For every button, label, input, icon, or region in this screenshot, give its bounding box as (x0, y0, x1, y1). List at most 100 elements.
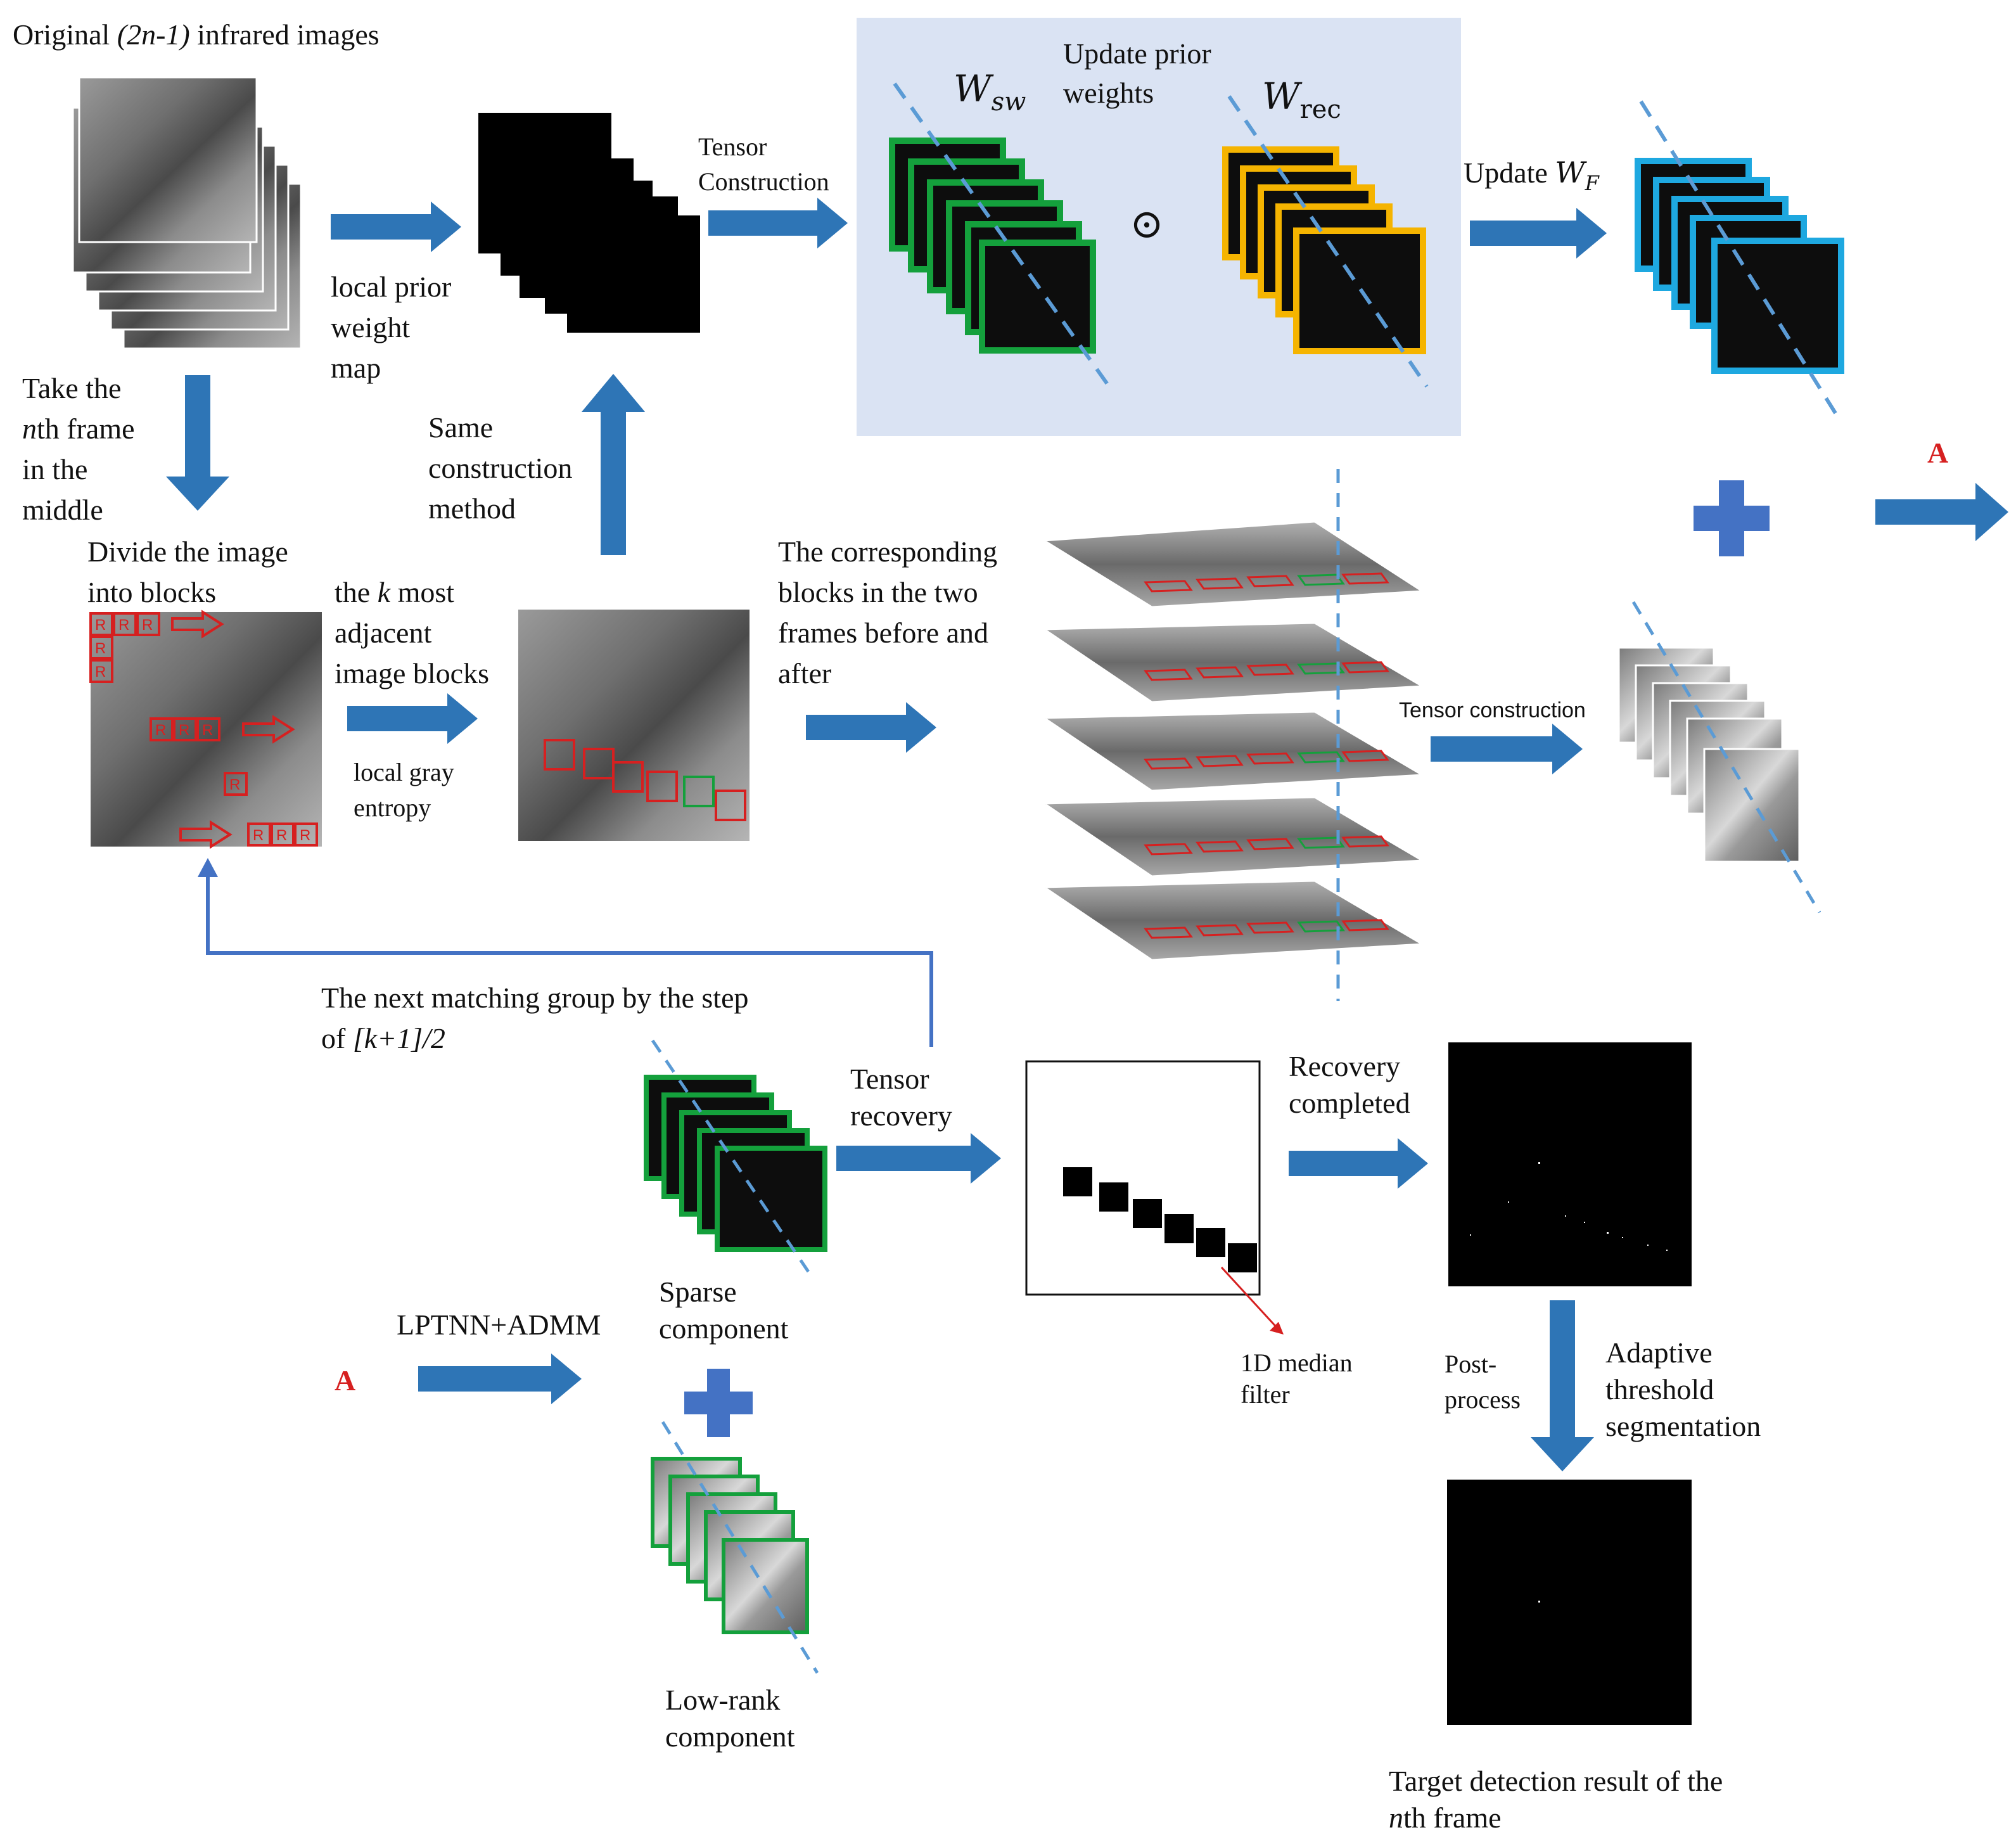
adaptive-threshold-label: Adaptive (1605, 1336, 1713, 1369)
detection-result-image (1447, 1480, 1692, 1725)
same-construction-label: construction (428, 452, 572, 484)
tensor-recovery-label: Tensor (850, 1063, 929, 1095)
sparse-label: component (659, 1312, 789, 1345)
dashed-diagonal (1631, 601, 1821, 914)
update-wf-label: Update WF (1464, 155, 1600, 195)
recovered-blocks-frame (1025, 1060, 1261, 1296)
svg-text:R: R (179, 722, 189, 739)
frame-layer (1041, 520, 1426, 608)
svg-text:R: R (95, 617, 106, 634)
image-block-stack (1617, 646, 1801, 863)
svg-text:R: R (300, 827, 310, 844)
result-caption: Target detection result of the (1389, 1765, 1723, 1797)
sparse-label: Sparse (659, 1276, 737, 1308)
divide-label: Divide the image (87, 535, 288, 568)
svg-text:R: R (253, 827, 264, 844)
take-nth-label: nth frame (22, 413, 135, 445)
take-nth-label: in the (22, 453, 87, 485)
arrow-right (418, 1354, 582, 1404)
take-nth-label: Take the (22, 372, 121, 404)
arrow-down (1531, 1300, 1594, 1471)
sparse-component-stack (644, 1075, 827, 1252)
lowrank-label: component (665, 1720, 795, 1753)
post-process-label: Post- (1445, 1350, 1496, 1378)
same-construction-label: Same (428, 411, 493, 444)
lowrank-label: Low-rank (665, 1684, 780, 1716)
arrow-right (708, 198, 848, 248)
lowrank-component-stack (651, 1457, 809, 1634)
arrow-right (836, 1133, 1001, 1184)
arrow-right (1431, 724, 1583, 774)
update-prior-label: Update prior (1063, 37, 1211, 70)
marker-a-bottom: A (335, 1364, 355, 1397)
local-gray-label: entropy (354, 793, 431, 822)
tensor-construction-label: Construction (698, 167, 829, 196)
arrow-right (806, 702, 936, 753)
w-rec-symbol: Wrec (1262, 75, 1341, 124)
svg-text:R: R (95, 640, 106, 657)
local-prior-label: local prior (331, 271, 451, 303)
frame-layer-stack (1041, 520, 1426, 961)
take-nth-label: middle (22, 494, 103, 526)
corresponding-label: The corresponding (778, 535, 997, 568)
dashed-diagonal (1639, 100, 1841, 419)
plus-icon (684, 1369, 753, 1437)
frame-layer (1041, 622, 1426, 703)
svg-text:R: R (118, 617, 129, 634)
svg-text:R: R (276, 827, 287, 844)
tensor-construction-small-label: Tensor construction (1399, 698, 1586, 722)
median-filter-label: filter (1241, 1380, 1290, 1409)
k-most-label: the k most (335, 576, 454, 608)
infrared-frame (78, 76, 258, 243)
adjacent-blocks-image (518, 610, 750, 841)
tensor-recovery-label: recovery (850, 1099, 952, 1132)
next-group-label: The next matching group by the step (321, 982, 749, 1014)
local-prior-label: map (331, 352, 381, 384)
median-filter-pointer (1220, 1266, 1280, 1331)
svg-text:R: R (155, 722, 166, 739)
next-group-label: of [k+1]/2 (321, 1022, 445, 1054)
hadamard-product-symbol: ⊙ (1130, 202, 1164, 246)
divide-label: into blocks (87, 576, 216, 608)
median-filter-label: 1D median (1241, 1348, 1353, 1377)
w-rec-tensor-stack (1222, 146, 1426, 354)
w-sw-symbol: Wsw (954, 67, 1026, 117)
k-most-label: adjacent (335, 617, 431, 649)
corresponding-label: frames before and (778, 617, 988, 649)
arrow-down (166, 375, 229, 511)
arrow-right (331, 202, 461, 252)
result-caption: nth frame (1389, 1802, 1502, 1834)
svg-text:R: R (202, 722, 213, 739)
adaptive-threshold-label: segmentation (1605, 1410, 1761, 1442)
arrow-right (347, 693, 478, 744)
corresponding-label: after (778, 657, 831, 689)
svg-text:R: R (142, 617, 153, 634)
recovery-completed-label: completed (1289, 1087, 1410, 1119)
infrared-image-stack (72, 76, 302, 350)
arrow-right (1289, 1138, 1428, 1189)
same-construction-label: method (428, 492, 516, 525)
plus-icon (1694, 480, 1770, 556)
adaptive-threshold-label: threshold (1605, 1373, 1714, 1405)
corresponding-label: blocks in the two (778, 576, 978, 608)
frame-layer (1041, 710, 1426, 792)
dashed-diagonal (893, 82, 1112, 389)
update-prior-label: weights (1063, 77, 1154, 109)
recovery-completed-label: Recovery (1289, 1050, 1400, 1082)
weight-map-stack (478, 113, 700, 333)
svg-text:R: R (95, 663, 106, 681)
arrow-right (1470, 208, 1607, 259)
marker-a-top: A (1927, 437, 1948, 469)
frame-layer (1041, 880, 1426, 961)
post-process-label: process (1445, 1385, 1521, 1414)
dashed-diagonal (1227, 95, 1429, 388)
arrow-head (1270, 1322, 1284, 1335)
dashed-diagonal (661, 1421, 819, 1674)
local-gray-label: local gray (354, 758, 454, 786)
wf-tensor-stack (1635, 158, 1844, 374)
frame-layer (1041, 796, 1426, 878)
lptnn-admm-label: LPTNN+ADMM (397, 1309, 601, 1341)
tensor-construction-label: Tensor (698, 132, 767, 161)
